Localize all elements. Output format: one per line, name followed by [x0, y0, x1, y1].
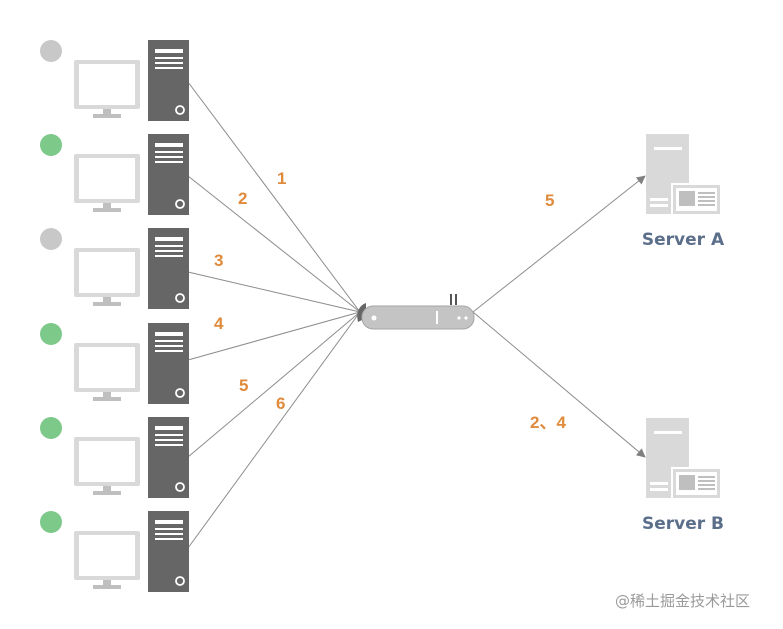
tower-server-icon: [148, 40, 189, 121]
client-connection-line: [187, 175, 361, 313]
client-connection-line: [187, 81, 361, 313]
monitor-icon: [74, 437, 140, 495]
client-connection-line: [187, 271, 361, 313]
edge-label: 4: [214, 314, 224, 333]
server-connection-arrow: [472, 175, 646, 313]
edge-label: 3: [214, 251, 223, 270]
monitor-icon: [74, 343, 140, 401]
tower-server-icon: [148, 511, 189, 592]
status-dot-active: [40, 511, 62, 533]
client-station: 1: [40, 40, 286, 188]
server-connection-arrow: [472, 311, 646, 458]
load-balancer-icon: [357, 294, 475, 330]
tower-server-icon: [148, 417, 189, 498]
server-name-label: Server A: [642, 230, 725, 250]
edge-label: 1: [277, 169, 286, 188]
server-name-label: Server B: [642, 514, 724, 534]
connection-lines: [187, 81, 646, 549]
status-dot-idle: [40, 40, 62, 62]
client-connection-line: [187, 311, 361, 458]
tower-server-icon: [148, 134, 189, 215]
tower-server-icon: [148, 323, 189, 404]
status-dot-active: [40, 417, 62, 439]
edge-label: 5: [239, 376, 248, 395]
client-station: 5: [40, 376, 248, 498]
status-dot-active: [40, 323, 62, 345]
monitor-icon: [74, 60, 140, 118]
tower-server-icon: [148, 228, 189, 309]
watermark: @稀土掘金技术社区: [615, 592, 750, 610]
status-dot-active: [40, 134, 62, 156]
client-station: 3: [40, 228, 223, 309]
client-connection-line: [187, 311, 361, 361]
monitor-icon: [74, 154, 140, 212]
edge-label: 2、4: [530, 413, 566, 432]
server-icon: [646, 134, 722, 216]
edge-label: 5: [545, 191, 554, 210]
client-connection-line: [187, 311, 361, 549]
client-station: 2: [40, 134, 247, 215]
client-station: 4: [40, 314, 224, 404]
status-dot-idle: [40, 228, 62, 250]
client-station: 6: [40, 394, 285, 592]
edge-label: 6: [276, 394, 285, 413]
server-icon: [646, 418, 722, 500]
client-column: 1 2 3 4 5 6: [40, 40, 286, 592]
monitor-icon: [74, 248, 140, 306]
edge-label: 2: [238, 189, 247, 208]
monitor-icon: [74, 531, 140, 589]
